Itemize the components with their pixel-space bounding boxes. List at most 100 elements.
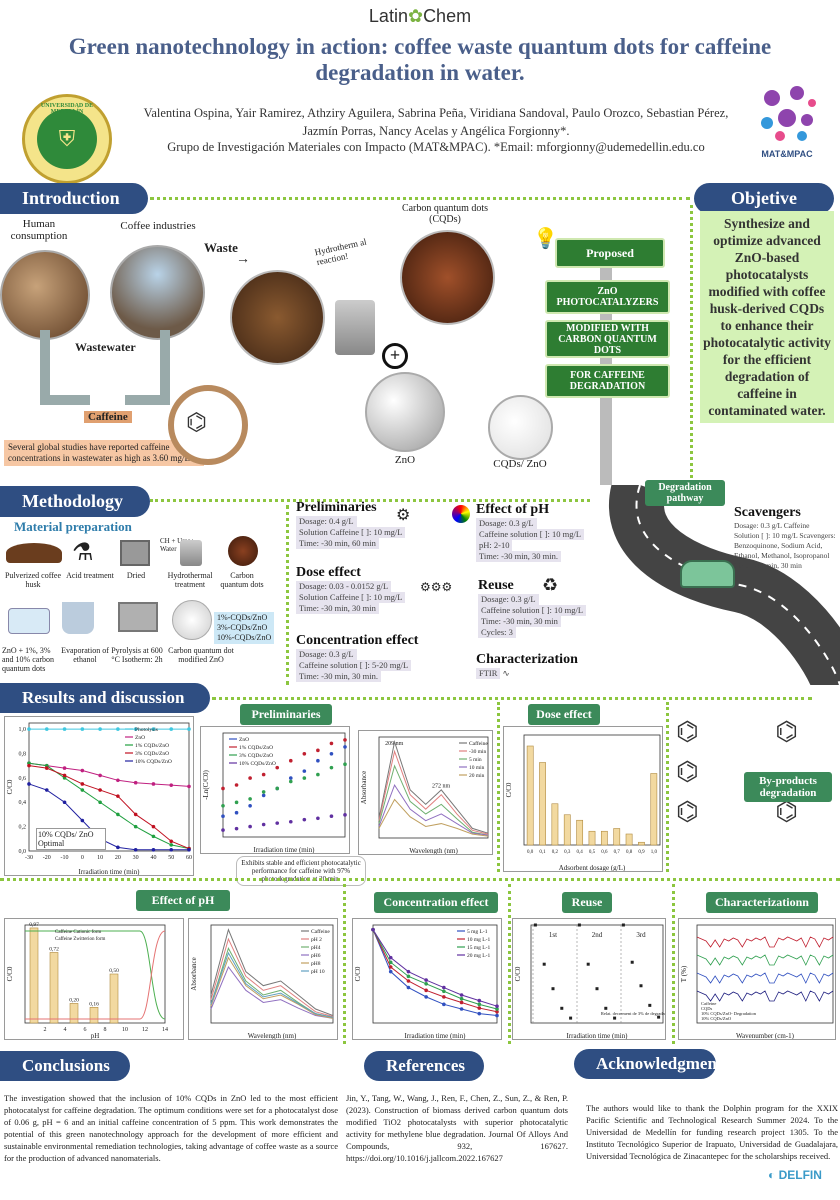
x-axis-label: Irradiation time (min)	[404, 1032, 466, 1040]
y-tick-label: 0,0	[19, 849, 27, 855]
data-point	[62, 727, 67, 731]
data-point	[27, 727, 31, 731]
data-point	[151, 727, 156, 731]
signpost-pole	[600, 240, 612, 485]
data-point	[169, 783, 174, 787]
data-point	[275, 821, 280, 825]
intro-vdivider	[690, 205, 693, 490]
pathway-sign: Degradation pathway	[645, 480, 725, 506]
conc-chart: Irradiation time (min)C/C05 mg L-110 mg …	[352, 918, 502, 1040]
data-point	[248, 804, 252, 808]
data-point	[316, 748, 320, 753]
bar	[600, 830, 608, 846]
data-point	[80, 782, 85, 786]
x-axis-label: Irradiation time (min)	[78, 868, 140, 876]
data-point	[621, 923, 625, 927]
legend-entry: 1% CQDs/ZnO	[239, 745, 273, 751]
data-point	[388, 955, 393, 960]
data-point	[388, 965, 393, 969]
data-point	[406, 974, 411, 979]
data-point	[613, 1016, 617, 1020]
shield-icon: ⛨	[58, 126, 76, 151]
bar	[638, 841, 645, 846]
legend-entry: 10% CQDs/ZnO	[239, 761, 276, 767]
data-point	[630, 960, 634, 964]
series-line	[210, 928, 334, 1017]
legend-entry: Caffeine	[469, 740, 488, 747]
variants-list: 1%-CQDs/ZnO 3%-CQDs/ZnO 10%-CQDs/ZnO	[214, 612, 275, 644]
reuse-note: Relat. decrement de 3% de degradación	[601, 1011, 666, 1016]
ftir-series	[696, 936, 834, 948]
material-prep-title: Material preparation	[14, 519, 132, 534]
x-tick-label: -30	[25, 855, 33, 861]
bar	[625, 833, 633, 846]
data-point	[248, 824, 252, 829]
spectrum-icon: ∿	[502, 668, 510, 678]
preliminaries-tag: Preliminaries	[240, 704, 332, 725]
bar	[576, 819, 584, 846]
data-point	[187, 727, 191, 731]
cqd-photo	[400, 230, 495, 325]
x-tick-label: 2	[44, 1027, 47, 1033]
data-point	[98, 727, 102, 731]
bar-label: 0,20	[69, 997, 79, 1003]
methodology-header: Methodology	[0, 486, 150, 517]
plot-frame	[372, 924, 498, 1024]
data-point	[133, 812, 138, 817]
series-line	[378, 783, 489, 836]
data-point	[560, 1006, 564, 1010]
data-point	[169, 843, 174, 847]
data-point	[406, 985, 411, 990]
y-axis-label: -Ln(C/C0)	[202, 770, 210, 800]
reuse-tag: Reuse	[562, 892, 612, 913]
poster-title: Green nanotechnology in action: coffee w…	[68, 34, 772, 85]
beaker-icon: ⚗	[72, 540, 94, 566]
plot-frame	[696, 924, 834, 1024]
data-point	[316, 758, 320, 763]
step2-4: Carbon quantum dot modified ZnO	[168, 646, 234, 664]
intro-divider	[150, 197, 690, 200]
series-line	[372, 929, 498, 1017]
ftir-series	[696, 972, 834, 984]
legend-entry: 10% CQDs/ZnO	[135, 759, 172, 765]
data-point	[133, 727, 138, 731]
data-point	[495, 1013, 499, 1018]
dose-vdivider-r	[666, 702, 669, 872]
objective-text: Synthesize and optimize advanced ZnO-bas…	[700, 211, 834, 423]
x-tick-label: 1,0	[651, 850, 658, 855]
x-tick-label: 0,7	[614, 850, 621, 855]
y-axis-label: C/C0	[6, 779, 14, 794]
method-vdivider	[286, 505, 289, 685]
x-tick-label: 60	[186, 855, 192, 861]
data-point	[459, 1000, 464, 1005]
x-tick-label: 0,9	[638, 850, 645, 855]
references-header: References	[364, 1051, 484, 1081]
data-point	[459, 1007, 464, 1011]
wastewater-pipes	[40, 330, 170, 405]
bar-label: 0,97	[29, 922, 39, 928]
legend-entry: Caffeine	[701, 1001, 716, 1006]
data-point	[595, 987, 599, 991]
reuse-vdivider	[672, 884, 675, 1044]
data-point	[442, 989, 446, 994]
series-line	[378, 764, 489, 836]
data-point	[495, 1007, 499, 1011]
data-point	[80, 818, 85, 823]
data-point	[275, 786, 280, 791]
data-point	[371, 927, 375, 932]
cqd-zno-photo	[488, 395, 553, 460]
series-line	[210, 951, 334, 1018]
data-point	[133, 780, 138, 785]
data-point	[288, 758, 293, 763]
cycle-label: 1st	[549, 931, 557, 939]
data-point	[98, 800, 102, 805]
data-point	[533, 923, 537, 927]
data-point	[133, 824, 138, 829]
sign-modified: MODIFIED WITH CARBON QUANTUM DOTS	[545, 320, 670, 358]
series-line	[28, 765, 190, 850]
dose-tag: Dose effect	[528, 704, 600, 725]
